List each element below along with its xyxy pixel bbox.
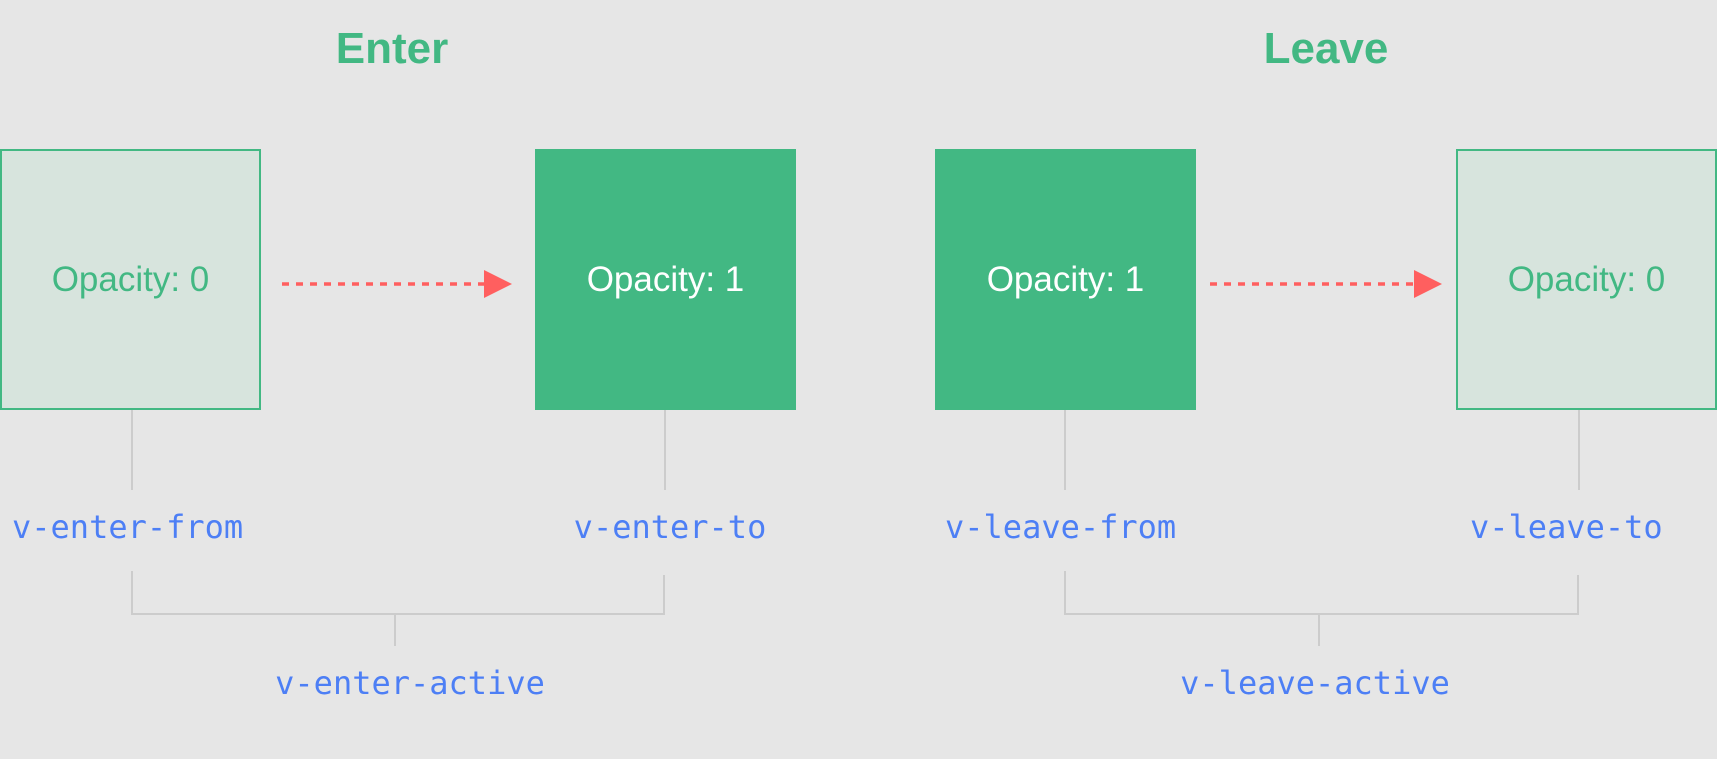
leave-to-box: Opacity: 0 <box>1456 149 1717 410</box>
v-leave-to-label: v-leave-to <box>1470 508 1663 546</box>
leave-active-bracket <box>1064 571 1579 615</box>
enter-heading: Enter <box>335 24 449 73</box>
leave-heading: Leave <box>1263 24 1389 73</box>
leave-from-opacity-label: Opacity: 1 <box>986 259 1145 299</box>
enter-active-bracket <box>131 571 665 615</box>
v-leave-active-label: v-leave-active <box>1180 664 1450 702</box>
v-enter-from-label: v-enter-from <box>12 508 244 546</box>
leave-to-opacity-label: Opacity: 0 <box>1507 259 1666 299</box>
v-leave-from-label: v-leave-from <box>945 508 1177 546</box>
v-enter-active-label: v-enter-active <box>275 664 545 702</box>
v-enter-to-label: v-enter-to <box>573 508 767 546</box>
enter-transition-arrow <box>282 270 512 298</box>
enter-from-opacity-label: Opacity: 0 <box>51 259 210 299</box>
leave-transition-arrow <box>1210 270 1442 298</box>
enter-to-opacity-label: Opacity: 1 <box>586 259 745 299</box>
enter-from-box: Opacity: 0 <box>0 149 261 410</box>
enter-to-box: Opacity: 1 <box>535 149 796 410</box>
leave-from-box: Opacity: 1 <box>935 149 1196 410</box>
